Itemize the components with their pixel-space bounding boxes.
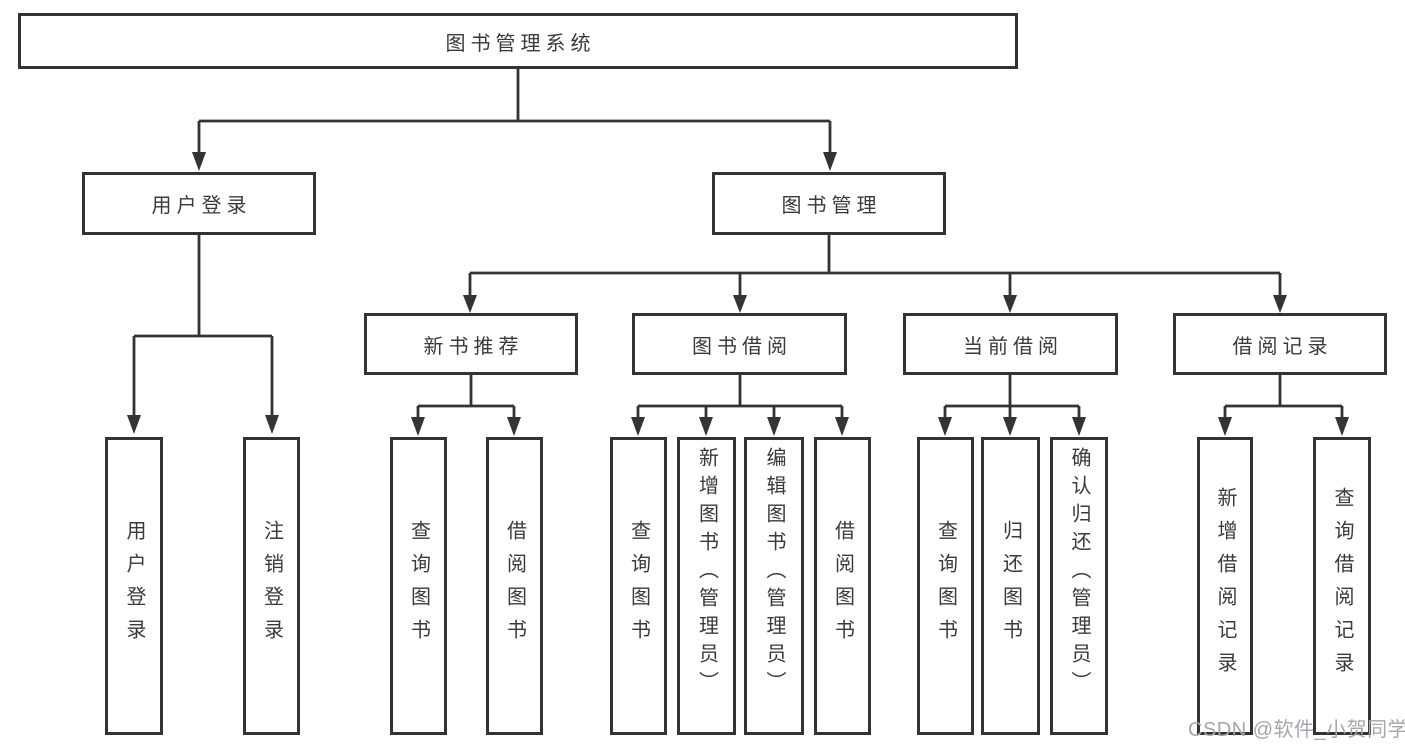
node-label: 查询图书 bbox=[627, 520, 650, 652]
arrowhead-borrow-record bbox=[1273, 295, 1287, 313]
leaf-borrow-books: 借阅图书 bbox=[814, 437, 871, 735]
node-current-borrowing: 当前借阅 bbox=[903, 313, 1118, 375]
node-user-login: 用户登录 bbox=[82, 172, 316, 235]
leaf-query-books: 查询图书 bbox=[917, 437, 974, 735]
arrowhead-user-login bbox=[192, 152, 206, 171]
arrowhead-leaf bbox=[835, 417, 849, 436]
leaf-add-books-admin: 新增图书（管理员） bbox=[677, 437, 736, 735]
connector-book-borrow-children bbox=[636, 375, 844, 418]
arrowhead-book-borrow bbox=[733, 295, 747, 313]
node-label: 归还图书 bbox=[999, 520, 1022, 652]
leaf-query-borrow-record: 查询借阅记录 bbox=[1313, 437, 1371, 735]
leaf-confirm-return-admin: 确认归还（管理员） bbox=[1050, 437, 1108, 735]
arrowhead-leaf bbox=[767, 417, 781, 436]
node-new-book-recommendation: 新书推荐 bbox=[364, 313, 578, 375]
leaf-borrow-books: 借阅图书 bbox=[486, 437, 543, 735]
arrowhead-leaf bbox=[938, 417, 952, 436]
node-book-borrowing: 图书借阅 bbox=[632, 313, 847, 375]
connector-current-borrow-children bbox=[943, 375, 1081, 418]
node-label: 查询图书 bbox=[934, 520, 957, 652]
arrowhead-leaf bbox=[1218, 417, 1232, 436]
arrowhead-leaf bbox=[507, 417, 521, 436]
node-label: 借阅图书 bbox=[503, 520, 526, 652]
leaf-query-books: 查询图书 bbox=[390, 437, 447, 735]
arrowhead-leaf bbox=[411, 417, 425, 436]
node-label: 编辑图书（管理员） bbox=[763, 447, 785, 699]
connector-book-management-children bbox=[468, 235, 1282, 296]
watermark-text: CSDN @软件_小贺同学 bbox=[1188, 719, 1405, 741]
node-label: 新增借阅记录 bbox=[1214, 487, 1236, 685]
arrowhead-new-book bbox=[463, 295, 477, 313]
connector-user-login-children bbox=[132, 235, 274, 416]
arrowhead-logout-leaf bbox=[265, 415, 279, 434]
arrowhead-book-management bbox=[823, 152, 837, 171]
arrowhead-leaf bbox=[1003, 417, 1017, 436]
arrowhead-leaf bbox=[1072, 417, 1086, 436]
node-label: 用户登录 bbox=[123, 520, 145, 652]
connector-new-book-children bbox=[416, 375, 516, 418]
node-label: 借阅图书 bbox=[831, 520, 854, 652]
node-label: 查询图书 bbox=[407, 520, 430, 652]
node-book-management: 图书管理 bbox=[712, 172, 946, 235]
leaf-edit-books-admin: 编辑图书（管理员） bbox=[744, 437, 804, 735]
node-label: 确认归还（管理员） bbox=[1068, 447, 1090, 699]
leaf-query-books: 查询图书 bbox=[610, 437, 667, 735]
leaf-logout: 注销登录 bbox=[243, 437, 300, 735]
arrowhead-leaf bbox=[631, 417, 645, 436]
node-label: 注销登录 bbox=[260, 520, 283, 652]
node-root-library-system: 图书管理系统 bbox=[18, 13, 1018, 69]
arrowhead-current-borrow bbox=[1003, 295, 1017, 313]
leaf-user-login: 用户登录 bbox=[105, 437, 163, 735]
arrowhead-leaf bbox=[1335, 417, 1349, 436]
node-borrowing-records: 借阅记录 bbox=[1173, 313, 1387, 375]
arrowhead-login-leaf bbox=[127, 415, 141, 434]
leaf-add-borrow-record: 新增借阅记录 bbox=[1197, 437, 1253, 735]
leaf-return-books: 归还图书 bbox=[981, 437, 1040, 735]
connector-borrow-record-children bbox=[1223, 375, 1344, 418]
arrowhead-leaf bbox=[699, 417, 713, 436]
node-label: 查询借阅记录 bbox=[1331, 487, 1353, 685]
connector-root-to-level2 bbox=[197, 69, 832, 153]
node-label: 新增图书（管理员） bbox=[695, 447, 718, 699]
